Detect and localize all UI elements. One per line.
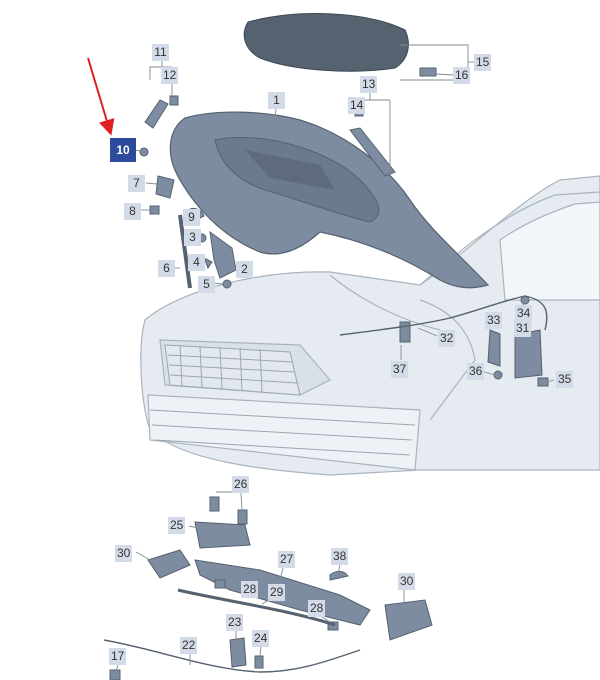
callout-13[interactable]: 13 <box>360 76 378 93</box>
front-grille <box>149 344 416 456</box>
callout-28-lower[interactable]: 28 <box>308 600 326 617</box>
callout-34[interactable]: 34 <box>515 305 533 322</box>
callout-5[interactable]: 5 <box>198 276 215 293</box>
callout-36[interactable]: 36 <box>467 363 485 380</box>
callout-27[interactable]: 27 <box>278 551 296 568</box>
callout-31[interactable]: 31 <box>514 320 532 337</box>
callout-24[interactable]: 24 <box>252 630 270 647</box>
callout-35[interactable]: 35 <box>556 371 574 388</box>
hood-insulation-mat <box>243 13 409 72</box>
callout-14[interactable]: 14 <box>348 97 366 114</box>
callout-16[interactable]: 16 <box>453 67 471 84</box>
callout-22[interactable]: 22 <box>180 637 198 654</box>
callout-11[interactable]: 11 <box>152 44 169 61</box>
callout-37[interactable]: 37 <box>391 361 409 378</box>
bonnet-hood <box>169 111 490 289</box>
callout-9[interactable]: 9 <box>183 209 200 226</box>
callout-33[interactable]: 33 <box>485 312 503 329</box>
callout-30-left[interactable]: 30 <box>115 545 133 562</box>
callout-6[interactable]: 6 <box>158 260 175 277</box>
callout-8[interactable]: 8 <box>124 203 141 220</box>
callout-2[interactable]: 2 <box>236 261 253 278</box>
callout-12[interactable]: 12 <box>161 67 179 84</box>
callout-28-upper[interactable]: 28 <box>241 581 259 598</box>
release-cable <box>339 295 548 336</box>
lower-release-cable <box>103 639 361 673</box>
callout-15[interactable]: 15 <box>474 54 492 71</box>
callout-23[interactable]: 23 <box>226 614 244 631</box>
callout-4[interactable]: 4 <box>188 254 205 271</box>
callout-7[interactable]: 7 <box>128 175 145 192</box>
callout-10-highlighted[interactable]: 10 <box>110 138 136 162</box>
callout-29[interactable]: 29 <box>268 584 286 601</box>
callout-32[interactable]: 32 <box>438 330 456 347</box>
callout-25[interactable]: 25 <box>168 517 186 534</box>
bonnet-rod <box>177 588 336 627</box>
callout-38[interactable]: 38 <box>331 548 349 565</box>
callout-3[interactable]: 3 <box>184 229 201 246</box>
callout-1[interactable]: 1 <box>268 92 285 109</box>
highlight-arrow <box>87 57 115 136</box>
callout-26[interactable]: 26 <box>232 476 250 493</box>
callout-17[interactable]: 17 <box>109 648 127 665</box>
callout-30-right[interactable]: 30 <box>398 573 416 590</box>
